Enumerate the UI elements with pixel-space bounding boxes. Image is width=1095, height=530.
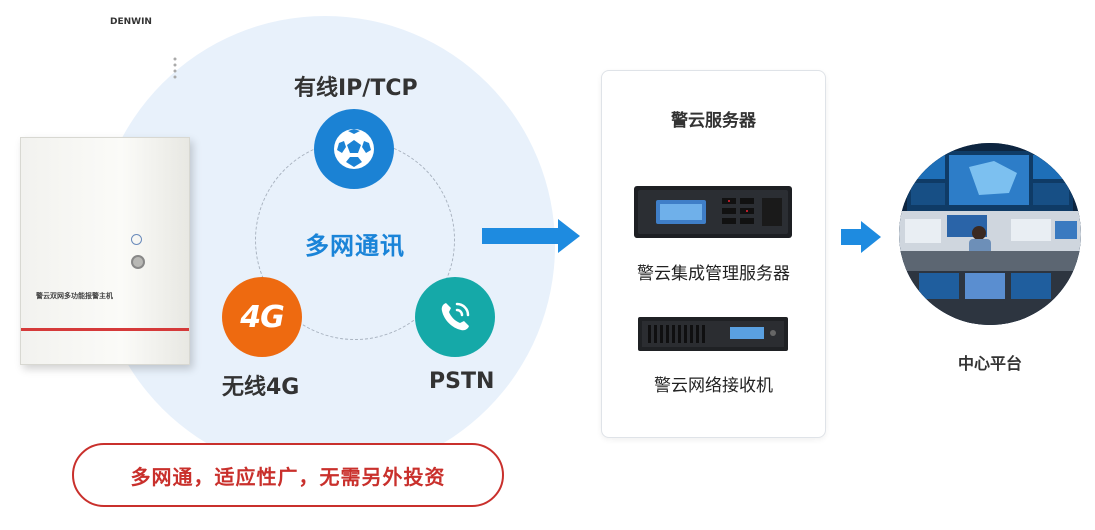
platform-label: 中心平台: [957, 354, 1022, 373]
control-center-photo: [899, 143, 1081, 325]
node-label-pstn: PSTN: [429, 369, 495, 394]
network-ball-icon: [334, 129, 374, 169]
key-lock-icon: [131, 255, 145, 269]
server-item-label-1: 警云集成管理服务器: [637, 264, 790, 284]
device-badge-icon: [131, 234, 142, 245]
server-item-label-2: 警云网络接收机: [654, 376, 773, 396]
server-card: [601, 70, 826, 438]
tagline-pill: 多网通，适应性广，无需另外投资: [72, 443, 504, 507]
node-label-ip: 有线IP/TCP: [294, 76, 418, 101]
network-receiver-icon: [638, 317, 788, 351]
node-ip: [314, 109, 394, 189]
device-model-label: 警云双网多功能报警主机: [36, 292, 113, 300]
control-room-image: [899, 143, 1081, 325]
device-red-stripe: [21, 328, 189, 331]
vent-icon: [173, 57, 177, 79]
phone-icon: [441, 302, 470, 331]
server-card-title: 警云服务器: [671, 111, 756, 131]
node-4g: 4G: [222, 277, 302, 357]
arrow-right-icon: [482, 219, 580, 253]
alarm-host-device: [20, 137, 190, 365]
rack-server-icon: [634, 186, 792, 238]
arrow-right-icon: [841, 221, 881, 253]
hub-center-label: 多网通讯: [305, 232, 405, 260]
4g-icon: 4G: [240, 299, 284, 335]
node-label-4g: 无线4G: [222, 375, 300, 400]
device-brand-logo: DENWIN: [110, 17, 152, 27]
node-pstn: [415, 277, 495, 357]
